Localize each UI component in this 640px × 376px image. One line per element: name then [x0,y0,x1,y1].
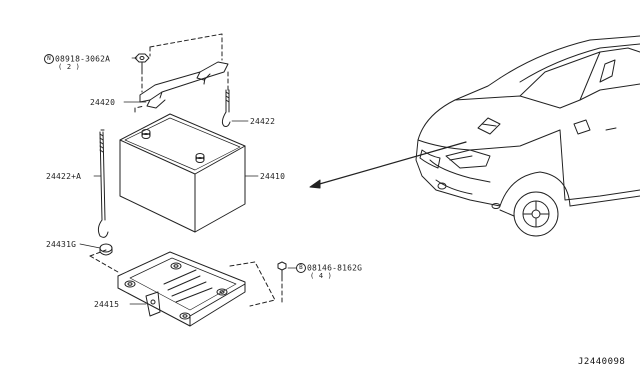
rod-right-label: 24422 [250,117,276,126]
assembly-guide-lines-top [134,33,229,113]
tray-label: 24415 [94,300,120,309]
hold-down-rod-left [97,129,109,238]
nut-part-number: 08918-3062A [55,54,111,64]
bolt-icon [277,261,287,279]
clip-label: 24431G [46,240,77,249]
bolt-qty: ( 4 ) [310,272,333,280]
bolt-part-number: 08146-8162G [307,263,363,273]
frame-label: 24420 [90,98,116,107]
battery-icon [119,113,246,233]
rod-left-label: 24422+A [46,172,82,181]
hold-down-frame [139,61,229,109]
battery-tray [117,251,246,327]
bolt-symbol: B [296,263,306,273]
location-arrow [309,141,467,189]
assembly-guide-lines-bottom [89,249,283,307]
leader-lines [79,57,297,305]
car-icon [415,35,640,237]
hex-nut-icon [134,53,150,71]
hold-down-rod-right [221,89,231,127]
diagram-reference-code: J2440098 [578,357,626,367]
nut-symbol: N [44,54,54,64]
battery-label: 24410 [260,172,286,181]
nut-qty: ( 2 ) [58,63,81,71]
